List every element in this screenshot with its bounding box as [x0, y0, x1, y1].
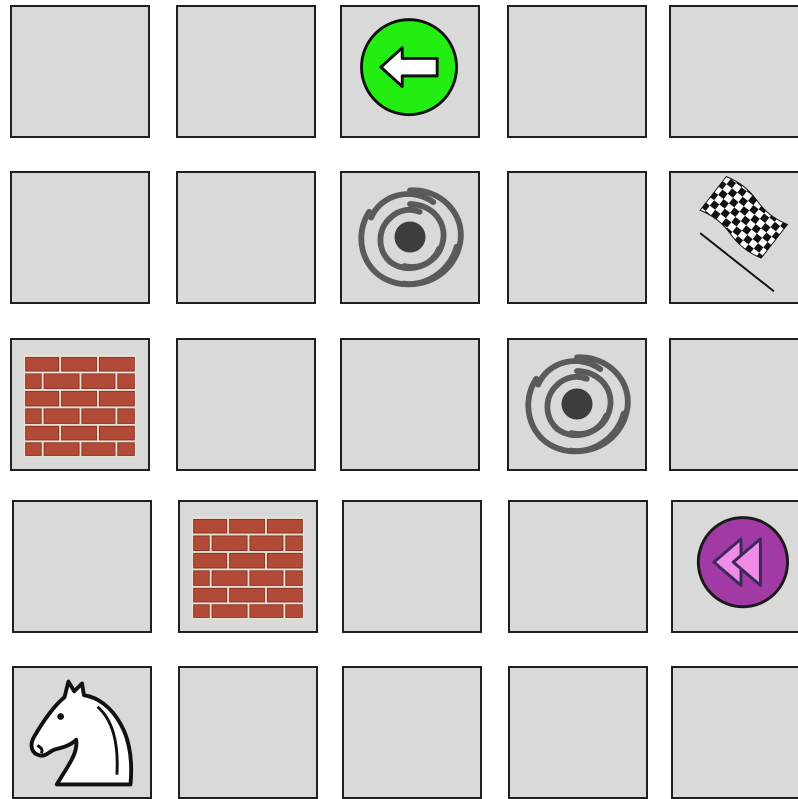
rewind-icon[interactable] [673, 502, 798, 631]
board-cell-r4-c1[interactable] [178, 666, 318, 799]
brick-wall-icon [12, 340, 148, 469]
board-cell-r1-c3[interactable] [507, 171, 647, 304]
board-cell-r1-c0[interactable] [10, 171, 150, 304]
board-cell-r3-c3[interactable] [508, 500, 648, 633]
board-cell-r0-c1[interactable] [176, 5, 316, 138]
board-cell-r2-c0[interactable] [10, 338, 150, 471]
board-cell-r1-c2[interactable] [340, 171, 480, 304]
board-cell-r4-c4[interactable] [671, 666, 798, 799]
board-cell-r0-c3[interactable] [507, 5, 647, 138]
board-cell-r2-c4[interactable] [669, 338, 798, 471]
board-cell-r3-c2[interactable] [342, 500, 482, 633]
board-cell-r3-c0[interactable] [12, 500, 152, 633]
board-cell-r0-c4[interactable] [669, 5, 798, 138]
board-cell-r0-c0[interactable] [10, 5, 150, 138]
board-cell-r4-c2[interactable] [342, 666, 482, 799]
board-cell-r3-c4[interactable] [671, 500, 798, 633]
board-cell-r2-c3[interactable] [507, 338, 647, 471]
vortex-icon [342, 173, 478, 302]
vortex-icon [509, 340, 645, 469]
brick-wall-icon [180, 502, 316, 631]
board-cell-r0-c2[interactable] [340, 5, 480, 138]
arrow-left-icon[interactable] [342, 7, 478, 136]
board-cell-r4-c0[interactable] [12, 666, 152, 799]
board-cell-r2-c1[interactable] [176, 338, 316, 471]
board-cell-r2-c2[interactable] [340, 338, 480, 471]
board-cell-r3-c1[interactable] [178, 500, 318, 633]
knight-icon[interactable] [14, 668, 150, 797]
board-cell-r1-c4[interactable] [669, 171, 798, 304]
board-cell-r1-c1[interactable] [176, 171, 316, 304]
board-cell-r4-c3[interactable] [508, 666, 648, 799]
checkered-flag-icon [671, 173, 798, 302]
